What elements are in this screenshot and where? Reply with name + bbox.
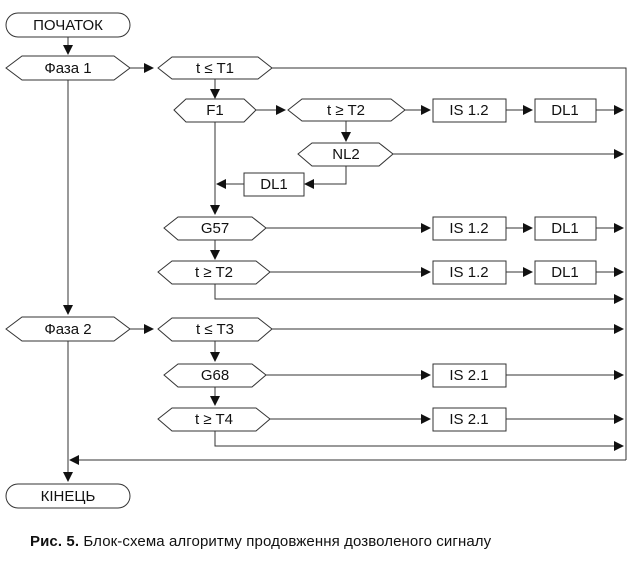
arrow-right-t2a [276, 105, 286, 115]
arrow-right-is12a [421, 105, 431, 115]
flowchart-nodes: ПОЧАТОК Фаза 1 t ≤ T1 F1 t ≥ T2 IS 1.2 [5, 12, 597, 509]
arrow-right-is21a [421, 370, 431, 380]
nl2-label: NL2 [332, 146, 360, 163]
start-terminator: ПОЧАТОК [5, 12, 131, 38]
t-ge-t2-lower-label: t ≥ T2 [195, 264, 233, 281]
g68-label: G68 [201, 367, 229, 384]
arrow-right-bus-446 [614, 441, 624, 451]
t-le-t1-label: t ≤ T1 [196, 60, 234, 77]
g57-label: G57 [201, 220, 229, 237]
phase2-decision: Фаза 2 [5, 316, 131, 342]
is12-lower-label: IS 1.2 [449, 264, 488, 281]
t-ge-t4-label: t ≥ T4 [195, 411, 233, 428]
edge-t4-down-to-bus [214, 431, 616, 447]
arrow-right-bus-272 [614, 267, 624, 277]
arrow-down-phase1 [63, 45, 73, 55]
arrow-left-dl1b [304, 179, 314, 189]
figure-caption-label: Рис. 5. [30, 533, 80, 550]
arrow-down-f1 [210, 89, 220, 99]
arrow-right-bus-110 [614, 105, 624, 115]
phase2-label: Фаза 2 [44, 321, 91, 338]
is21-g68-label: IS 2.1 [449, 367, 488, 384]
is12-top-label: IS 1.2 [449, 102, 488, 119]
arrow-down-end [63, 472, 73, 482]
arrow-right-is12c [421, 267, 431, 277]
dl1-block-top: DL1 [534, 98, 597, 123]
t-le-t1-decision: t ≤ T1 [157, 56, 273, 80]
figure-caption-text: Блок-схема алгоритму продовження дозволе… [79, 533, 492, 550]
arrow-down-g68 [210, 352, 220, 362]
arrow-down-t4 [210, 396, 220, 406]
nl2-decision: NL2 [297, 142, 394, 167]
dl1-block-nl2: DL1 [243, 172, 305, 197]
arrow-right-is21b [421, 414, 431, 424]
arrow-down-nl2 [341, 132, 351, 142]
figure-caption: Рис. 5. Блок-схема алгоритму продовження… [30, 533, 630, 550]
is12-block-lower: IS 1.2 [432, 260, 507, 285]
dl1-top-label: DL1 [551, 102, 579, 119]
dl1-lower-label: DL1 [551, 264, 579, 281]
end-terminator: КІНЕЦЬ [5, 483, 131, 509]
arrow-down-g57 [210, 205, 220, 215]
end-label: КІНЕЦЬ [41, 488, 96, 505]
is21-t4-label: IS 2.1 [449, 411, 488, 428]
flowchart-arrowheads [63, 45, 624, 482]
arrow-right-t3 [144, 324, 154, 334]
phase1-label: Фаза 1 [44, 60, 91, 77]
is12-block-g57: IS 1.2 [432, 216, 507, 241]
t-ge-t2-decision-lower: t ≥ T2 [157, 260, 271, 285]
dl1-g57-label: DL1 [551, 220, 579, 237]
arrow-right-dl1a [523, 105, 533, 115]
arrow-right-t1 [144, 63, 154, 73]
arrow-right-is12b [421, 223, 431, 233]
arrow-left-f1-line [216, 179, 226, 189]
arrow-right-bus-329 [614, 324, 624, 334]
arrow-left-return [69, 455, 79, 465]
is21-block-t4: IS 2.1 [432, 407, 507, 432]
t-ge-t4-decision: t ≥ T4 [157, 407, 271, 432]
dl1-block-g57: DL1 [534, 216, 597, 241]
arrow-right-bus-154 [614, 149, 624, 159]
arrow-right-dl1c [523, 223, 533, 233]
edge-t2b-down-to-bus [214, 284, 616, 300]
arrow-right-bus-419 [614, 414, 624, 424]
edge-nl2-to-dl1b [312, 166, 347, 185]
g57-decision: G57 [163, 216, 267, 241]
arrow-down-phase2 [63, 305, 73, 315]
arrow-right-dl1d [523, 267, 533, 277]
arrow-right-bus-228 [614, 223, 624, 233]
arrow-down-t2b [210, 250, 220, 260]
f1-decision: F1 [173, 98, 257, 123]
t-ge-t2-top-label: t ≥ T2 [327, 102, 365, 119]
start-label: ПОЧАТОК [33, 17, 103, 34]
t-le-t3-label: t ≤ T3 [196, 321, 234, 338]
dl1-nl2-label: DL1 [260, 176, 288, 193]
is12-block-top: IS 1.2 [432, 98, 507, 123]
edge-t1-to-right-bus [272, 67, 627, 460]
is12-g57-label: IS 1.2 [449, 220, 488, 237]
arrow-right-bus-375 [614, 370, 624, 380]
t-le-t3-decision: t ≤ T3 [157, 317, 273, 342]
is21-block-g68: IS 2.1 [432, 363, 507, 388]
phase1-decision: Фаза 1 [5, 55, 131, 81]
arrow-right-bus-299 [614, 294, 624, 304]
dl1-block-lower: DL1 [534, 260, 597, 285]
f1-label: F1 [206, 102, 224, 119]
g68-decision: G68 [163, 363, 267, 388]
t-ge-t2-decision-top: t ≥ T2 [287, 98, 406, 122]
